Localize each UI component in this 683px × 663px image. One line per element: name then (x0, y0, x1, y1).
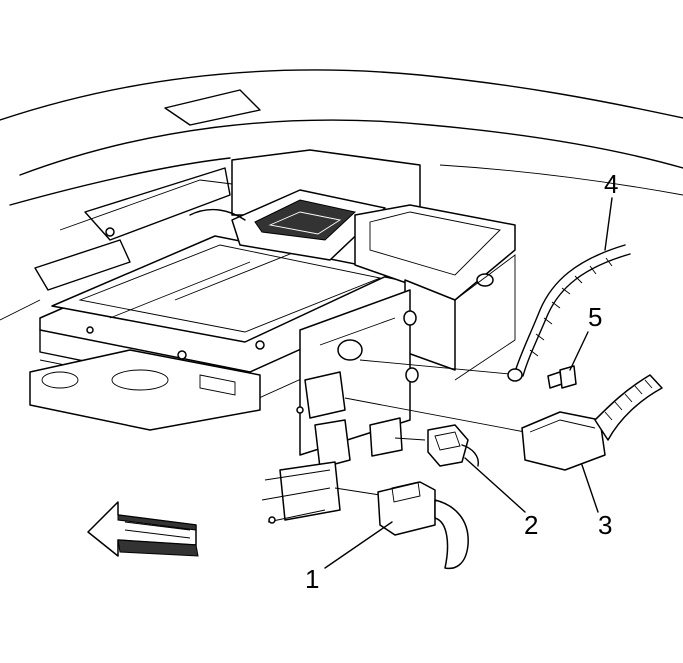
bolt-part-5 (547, 365, 577, 389)
callout-1: 1 (305, 564, 319, 594)
upper-module (189, 149, 516, 381)
ground-cable-part-4 (507, 244, 631, 382)
mounting-bracket (261, 289, 419, 524)
callout-3: 3 (598, 510, 612, 540)
callout-5: 5 (588, 302, 602, 332)
callout-4: 4 (604, 169, 618, 199)
harness-connector-part-3 (521, 374, 663, 471)
forward-direction-arrow-icon (87, 501, 199, 557)
connector-part-1 (377, 481, 469, 570)
connector-part-2 (427, 424, 479, 467)
alignment-lines (334, 359, 526, 496)
callout-leaders (324, 197, 613, 569)
callout-2: 2 (524, 510, 538, 540)
lower-base-plate (29, 349, 261, 431)
vehicle-body-outline (0, 69, 683, 321)
